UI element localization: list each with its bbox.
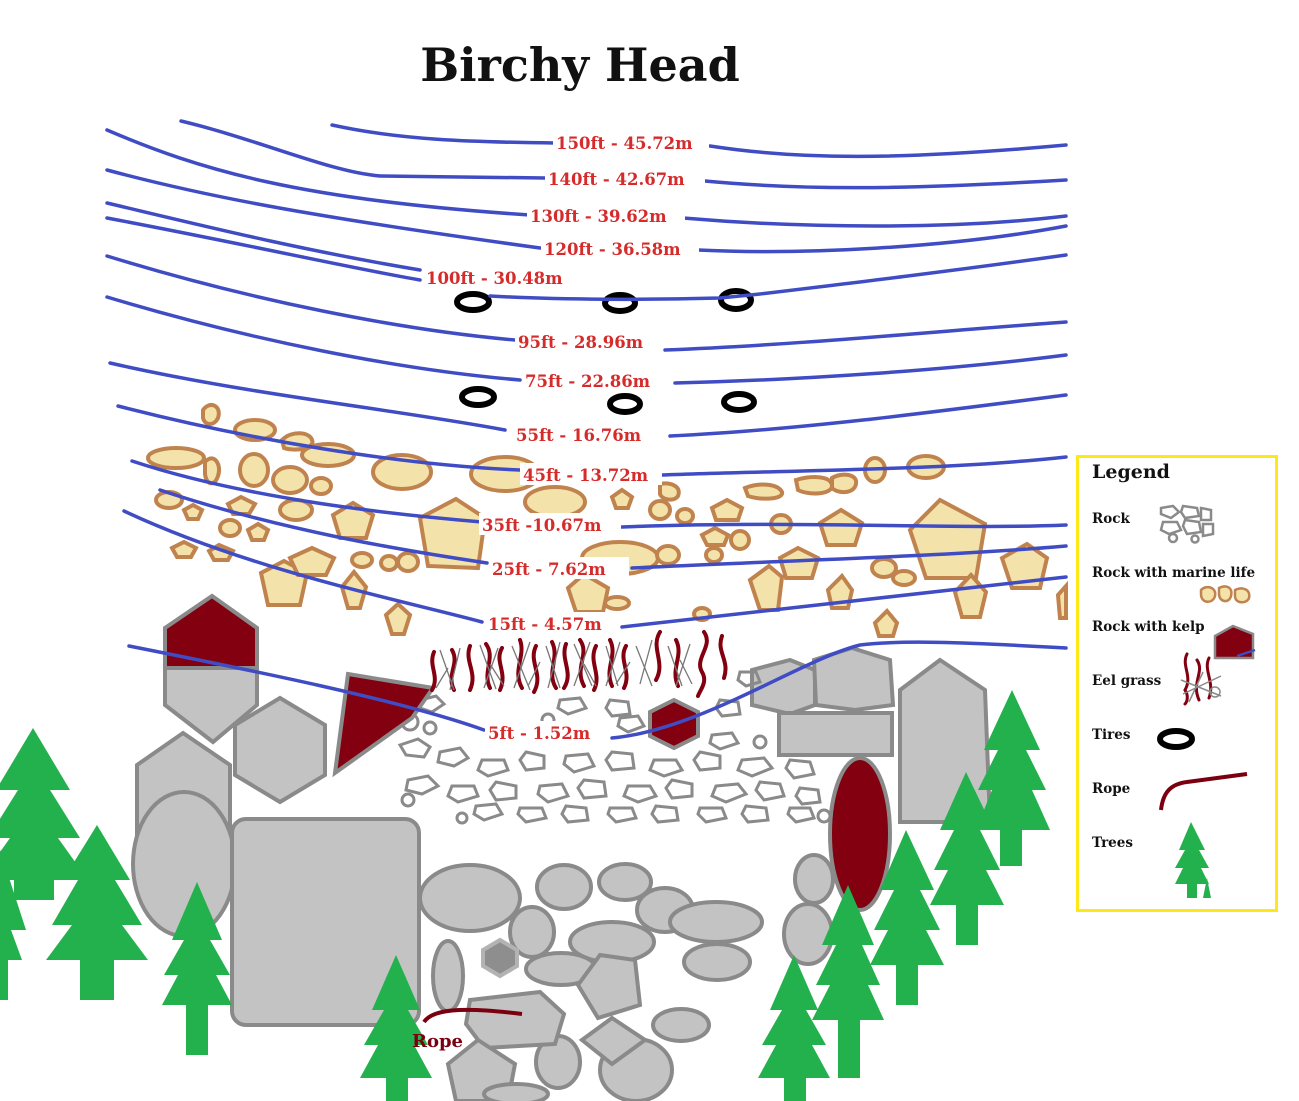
tire-icon — [1157, 728, 1195, 750]
depth-label-100ft: 100ft - 30.48m — [426, 269, 563, 288]
tire-icon — [718, 288, 754, 312]
legend-panel: Legend Rock Rock with marine life Rock w… — [1076, 455, 1278, 912]
depth-label-25ft: 25ft - 7.62m — [492, 560, 606, 579]
legend-item-trees: Trees — [1092, 835, 1133, 851]
tire-icon — [607, 393, 643, 415]
rope-annotation: Rope — [412, 1031, 463, 1052]
tire-icon — [602, 292, 638, 314]
rubble-field — [397, 670, 832, 825]
depth-label-55ft: 55ft - 16.76m — [516, 426, 642, 445]
depth-contours — [105, 119, 1068, 740]
depth-label-75ft: 75ft - 22.86m — [525, 372, 651, 391]
depth-label-35ft: 35ft -10.67m — [482, 516, 602, 535]
rope-marker — [422, 1007, 523, 1024]
eel-grass-strands — [435, 639, 693, 691]
tires — [454, 288, 757, 415]
tree-icon — [1175, 822, 1211, 898]
depth-label-130ft: 130ft - 39.62m — [530, 207, 667, 226]
rope-icon — [1159, 772, 1248, 811]
depth-label-5ft: 5ft - 1.52m — [488, 724, 591, 743]
kelp-rock-icon — [1213, 624, 1256, 660]
legend-item-rope: Rope — [1092, 781, 1131, 797]
dark-rock — [481, 937, 519, 979]
tire-icon — [459, 386, 497, 408]
eel-grass-icon — [1180, 652, 1222, 706]
depth-label-140ft: 140ft - 42.67m — [548, 170, 685, 189]
depth-label-95ft: 95ft - 28.96m — [518, 333, 644, 352]
depth-label-150ft: 150ft - 45.72m — [556, 134, 693, 153]
legend-item-marine-rock: Rock with marine life — [1092, 565, 1256, 581]
depth-label-45ft: 45ft - 13.72m — [523, 466, 649, 485]
tire-icon — [721, 391, 757, 413]
legend-item-rock: Rock — [1092, 511, 1130, 527]
trees — [0, 690, 1050, 1101]
map-title: Birchy Head — [420, 38, 740, 92]
legend-item-tires: Tires — [1092, 727, 1131, 743]
depth-label-120ft: 120ft - 36.58m — [544, 240, 681, 259]
legend-item-eel-grass: Eel grass — [1092, 673, 1162, 689]
legend-item-kelp-rock: Rock with kelp — [1092, 619, 1205, 635]
rock-icon — [1159, 504, 1215, 544]
grey-rocks — [131, 593, 993, 1101]
tire-icon — [454, 291, 492, 313]
depth-label-15ft: 15ft - 4.57m — [488, 615, 602, 634]
legend-title: Legend — [1092, 461, 1170, 483]
depth-labels: 150ft - 45.72m 140ft - 42.67m 130ft - 39… — [423, 131, 709, 743]
marine-rock-icon — [1199, 585, 1251, 604]
